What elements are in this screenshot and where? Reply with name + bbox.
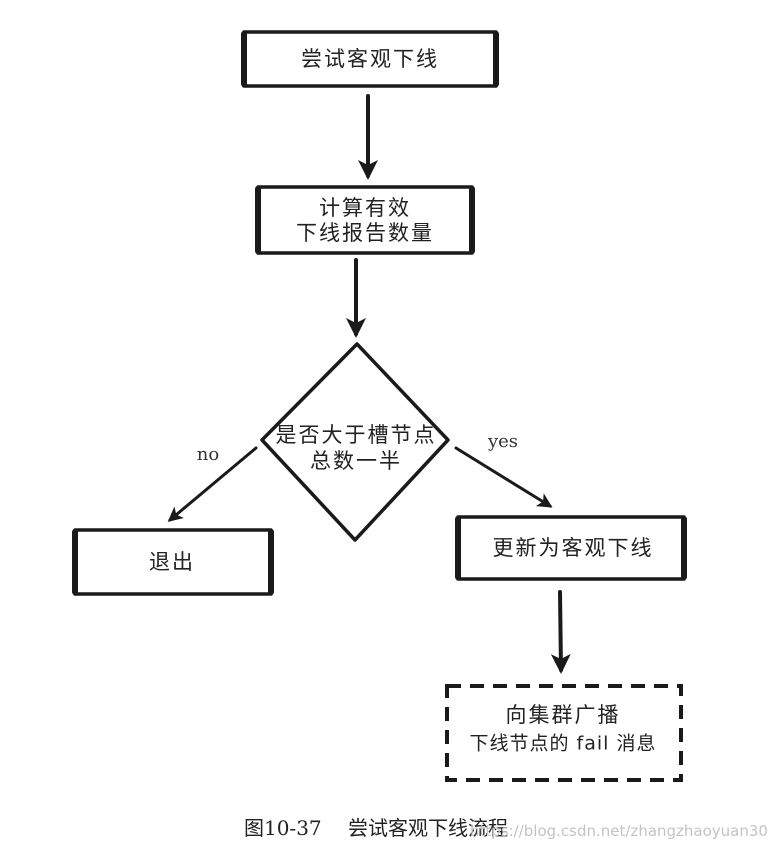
- arrow-update-to-broadcast: [550, 590, 571, 674]
- figure-caption: 图10-37 尝试客观下线流程: [243, 816, 508, 840]
- node-decision: 是否大于槽节点 总数一半: [260, 342, 450, 542]
- node-broadcast-fail-line2: 下线节点的 fail 消息: [470, 733, 657, 755]
- node-count-reports: 计算有效 下线报告数量: [255, 185, 475, 255]
- edge-label-yes: yes: [487, 431, 518, 452]
- node-count-reports-line1: 计算有效: [319, 196, 411, 220]
- node-update-offline: 更新为客观下线: [455, 515, 687, 581]
- node-decision-line2: 总数一半: [310, 449, 402, 473]
- node-exit: 退出: [72, 528, 274, 596]
- node-exit-label: 退出: [149, 550, 195, 574]
- arrow-yes: [454, 446, 553, 508]
- node-try-offline: 尝试客观下线: [241, 30, 499, 88]
- arrow-no: [167, 446, 258, 522]
- node-broadcast-fail: 向集群广播 下线节点的 fail 消息: [445, 684, 683, 782]
- node-decision-line1: 是否大于槽节点: [276, 423, 437, 447]
- edge-label-no: no: [197, 444, 219, 465]
- node-count-reports-line2: 下线报告数量: [296, 221, 434, 245]
- node-broadcast-fail-line1: 向集群广播: [506, 703, 621, 727]
- flowchart: 尝试客观下线 计算有效 下线报告数量 是否大于槽节点 总数一半 no yes 退…: [72, 30, 687, 782]
- watermark-text: https://blog.csdn.net/zhangzhaoyuan30: [470, 822, 768, 840]
- node-try-offline-label: 尝试客观下线: [301, 47, 439, 71]
- node-update-offline-label: 更新为客观下线: [493, 536, 654, 560]
